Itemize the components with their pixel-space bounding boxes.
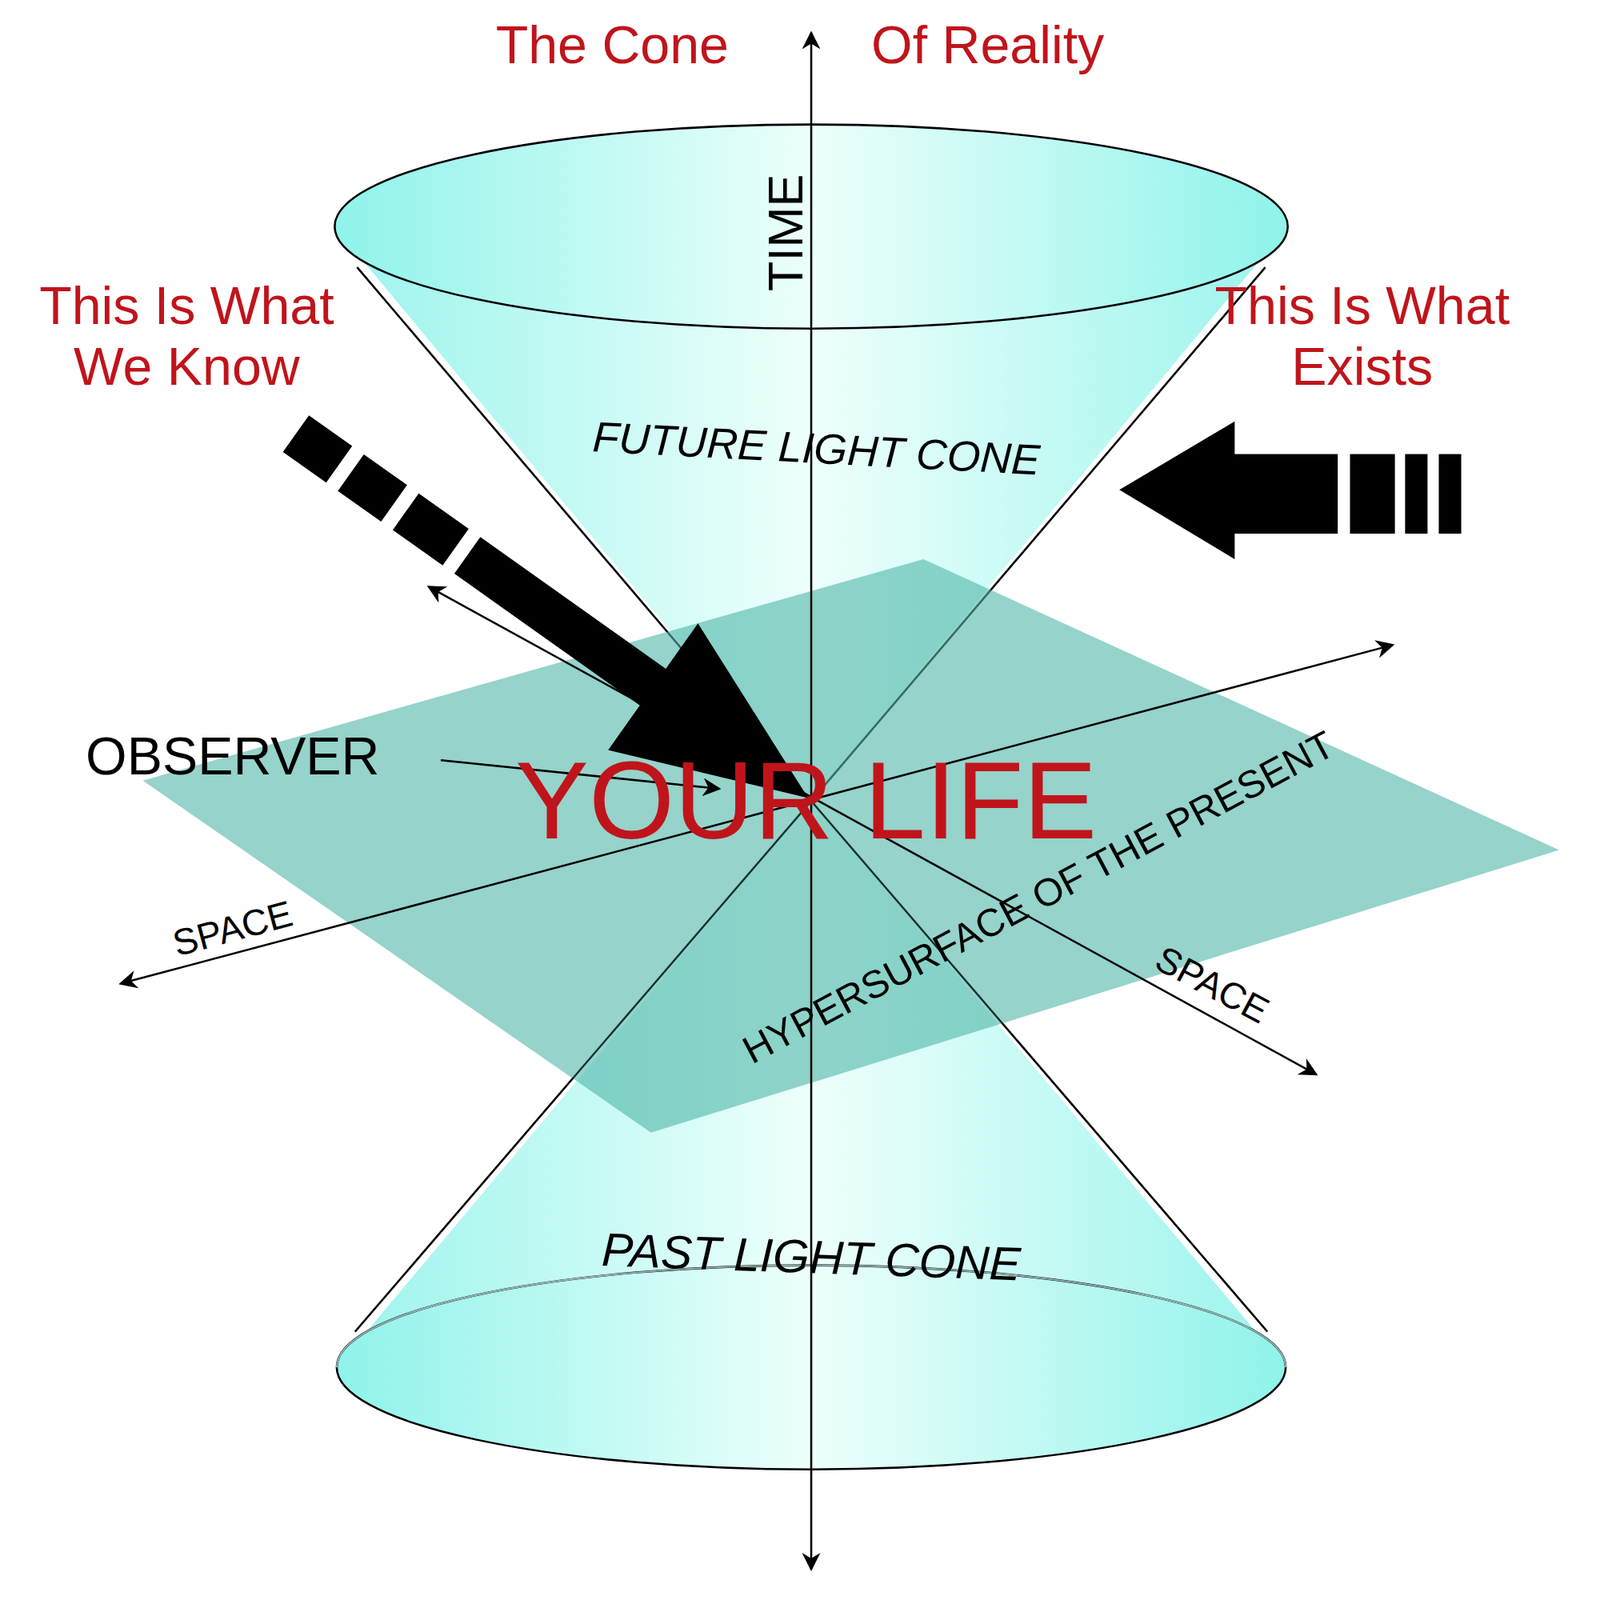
callout-text: This Is What We Know: [3, 276, 371, 399]
exists-arrow: [1119, 421, 1461, 560]
title-part: The Cone: [496, 15, 729, 76]
observer-label: OBSERVER: [85, 726, 380, 788]
present-plane: [143, 559, 1560, 1133]
title-part: Of Reality: [871, 15, 1104, 76]
axis-label: TIME: [757, 174, 814, 292]
center-label: YOUR LIFE: [515, 737, 1097, 864]
callout-text: This Is What Exists: [1188, 276, 1536, 399]
